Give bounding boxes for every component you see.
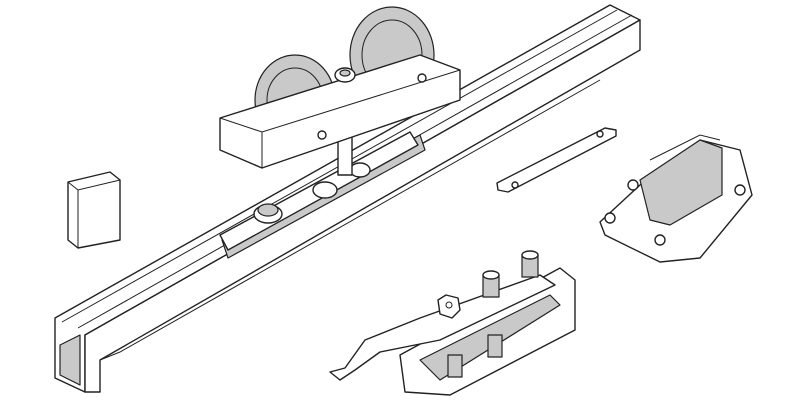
end-cap-icon [67,171,121,249]
connecting-plate-icon [496,127,617,193]
door-clamp-icon [329,250,576,396]
roller-trolley-icon [219,6,461,169]
bottom-guide-icon [599,134,753,263]
carriage-icon [219,131,419,251]
